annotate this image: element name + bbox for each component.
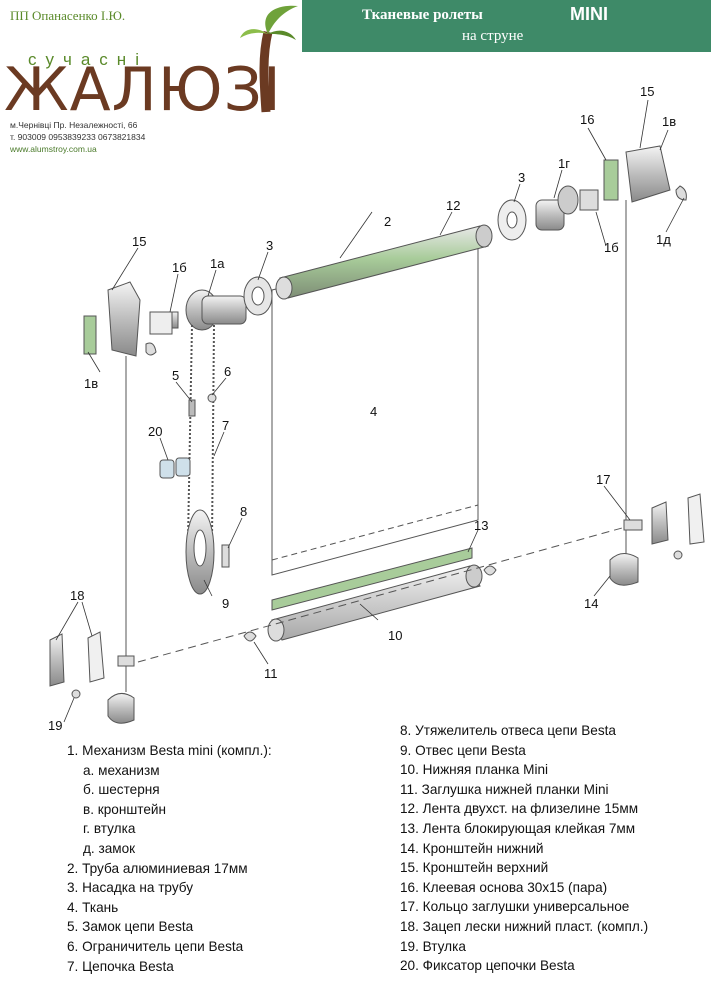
legend-item: 13. Лента блокирующая клейкая 7мм	[400, 820, 636, 836]
left-lower-bracket	[49, 631, 135, 724]
label-1b-left: 1б	[172, 260, 187, 275]
label-18: 18	[70, 588, 84, 603]
aluminium-tube	[275, 224, 493, 300]
legend-item: 2. Труба алюминиевая 17мм	[67, 860, 248, 876]
legend-item: 8. Утяжелитель отвеса цепи Besta	[400, 723, 616, 738]
label-10: 10	[388, 628, 402, 643]
legend-item: 5. Замок цепи Besta	[67, 919, 194, 935]
banner-model: MINI	[570, 4, 608, 24]
label-17: 17	[596, 472, 610, 487]
legend-left: 1. Механизм Besta mini (компл.): а. меха…	[67, 741, 272, 976]
legend-item: 3. Насадка на трубу	[67, 880, 194, 896]
legend-item: 15. Кронштейн верхний	[400, 860, 549, 876]
label-5: 5	[172, 368, 179, 383]
label-16: 16	[580, 112, 594, 127]
right-mechanism	[497, 185, 599, 241]
legend-item: д. замок	[83, 840, 136, 856]
address: м.Чернівці Пр. Незалежності, 66	[10, 120, 138, 130]
legend-item: 18. Зацеп лески нижний пласт. (компл.)	[400, 918, 649, 934]
legend-item: 16. Клеевая основа 30х15 (пара)	[400, 879, 608, 895]
legend-item: 12. Лента двухст. на флизелине 15мм	[400, 801, 639, 817]
legend-item: г. втулка	[83, 821, 136, 837]
label-1d: 1д	[656, 232, 671, 247]
label-1a: 1а	[210, 256, 225, 271]
chain-fixer	[159, 457, 191, 479]
label-1v-left: 1в	[84, 376, 98, 391]
label-1g: 1г	[558, 156, 570, 171]
label-4: 4	[370, 404, 377, 419]
chain	[185, 324, 230, 595]
label-20: 20	[148, 424, 162, 439]
legend-item: б. шестерня	[83, 782, 160, 798]
label-2: 2	[384, 214, 391, 229]
legend-item: 9. Отвес цепи Besta	[400, 742, 526, 758]
palm-leaf-logo-icon	[240, 5, 298, 113]
label-19: 19	[48, 718, 62, 733]
label-15-left: 15	[132, 234, 146, 249]
leader-lines	[55, 99, 685, 723]
label-8: 8	[240, 504, 247, 519]
banner-subtitle: на струне	[462, 28, 524, 44]
label-7: 7	[222, 418, 229, 433]
label-1b-right: 1б	[604, 240, 619, 255]
label-3-left: 3	[266, 238, 273, 253]
brand-big: ЖАЛЮЗІ	[4, 55, 282, 125]
brand-small: сучасні	[28, 50, 148, 69]
right-lower-bracket	[609, 493, 705, 586]
website-link[interactable]: www.alumstroy.com.ua	[10, 144, 97, 154]
legend-item: 14. Кронштейн нижний	[400, 840, 544, 856]
legend-item: 7. Цепочка Besta	[67, 958, 174, 974]
legend-item: в. кронштейн	[83, 801, 166, 817]
label-11: 11	[264, 666, 278, 681]
assembly-diagram: 15 1б 1а 3 1в 5 6 20 7 8 9 4 2 12 3 1г 1…	[48, 84, 705, 733]
bottom-bar	[267, 547, 483, 642]
label-9: 9	[222, 596, 229, 611]
phones: т. 903009 0953839233 0673821834	[10, 132, 146, 142]
label-13: 13	[474, 518, 488, 533]
legend-item: 10. Нижняя планка Mini	[400, 762, 549, 778]
legend-item: 4. Ткань	[67, 899, 119, 915]
left-upper-bracket	[83, 281, 157, 692]
label-12: 12	[446, 198, 460, 213]
legend-right: 8. Утяжелитель отвеса цепи Besta 9. Отве…	[400, 721, 648, 976]
legend-item: 1. Механизм Besta mini (компл.):	[67, 743, 272, 758]
legend-item: 6. Ограничитель цепи Besta	[67, 938, 244, 954]
legend-item: 20. Фиксатор цепочки Besta	[400, 958, 575, 974]
label-14: 14	[584, 596, 598, 611]
right-upper-bracket	[603, 145, 687, 562]
banner-title: Тканевые ролеты	[362, 7, 483, 23]
legend-item: 19. Втулка	[400, 938, 466, 954]
left-gear	[149, 311, 173, 335]
left-mechanism	[155, 276, 273, 331]
company-name: ПП Опанасенко І.Ю.	[10, 8, 126, 23]
legend-item: 17. Кольцо заглушки универсальное	[400, 899, 630, 915]
label-6: 6	[224, 364, 231, 379]
legend-item: 11. Заглушка нижней планки Mini	[400, 781, 609, 797]
label-3-right: 3	[518, 170, 525, 185]
title-banner	[302, 0, 711, 52]
label-1v-right: 1в	[662, 114, 676, 129]
legend-item: а. механизм	[83, 762, 160, 778]
label-15-right: 15	[640, 84, 654, 99]
